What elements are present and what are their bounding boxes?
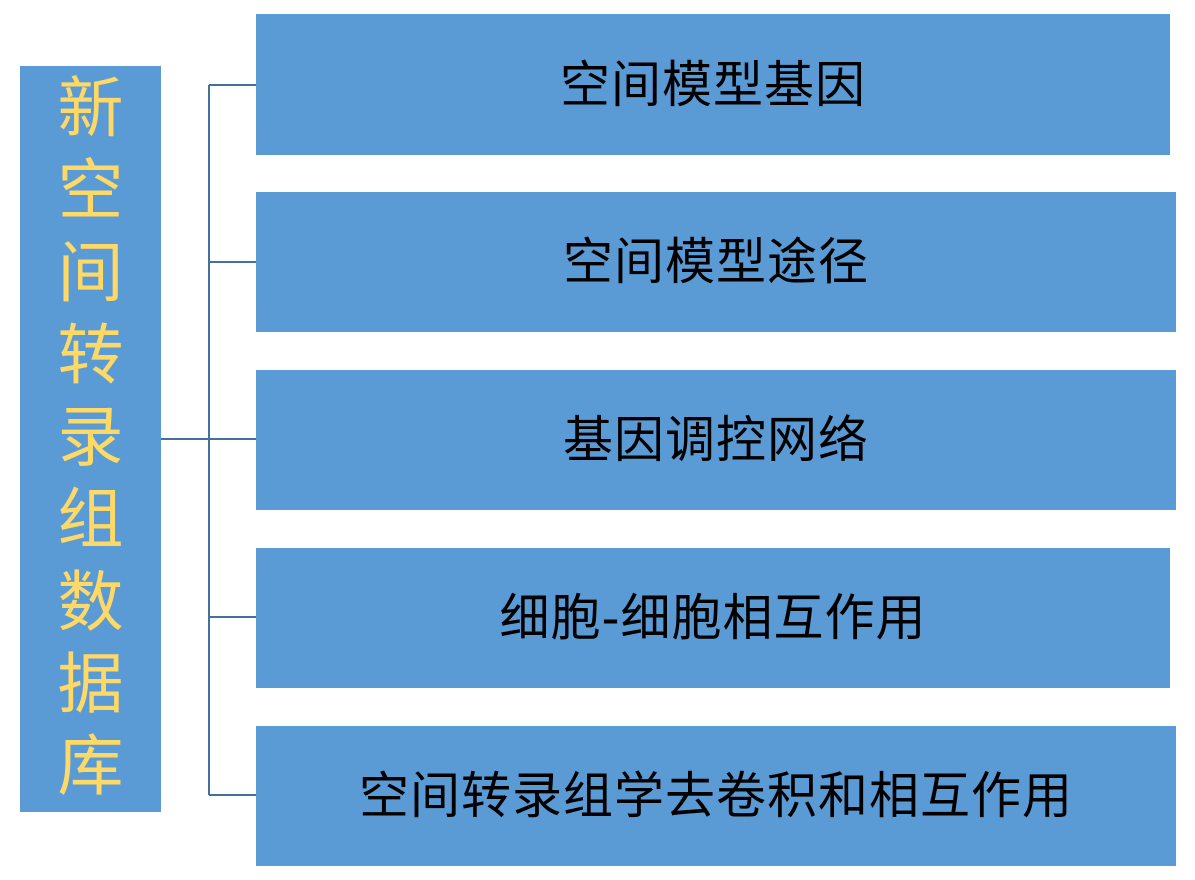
branch-node-label: 基因调控网络 [563, 411, 869, 469]
root-node-box: 新 空 间 转 录 组 数 据 库 [20, 66, 161, 812]
root-node-char: 据 [57, 645, 124, 723]
root-node-char: 数 [57, 563, 124, 641]
root-node-char: 转 [57, 316, 124, 394]
branch-node-label: 空间模型基因 [560, 55, 866, 114]
root-node-char: 组 [57, 481, 124, 559]
branch-node-label: 空间模型途径 [563, 233, 869, 291]
branch-node-2: 空间模型途径 [256, 192, 1176, 332]
root-node-char: 空 [57, 152, 124, 230]
root-node-char: 新 [57, 70, 124, 147]
branch-node-1: 空间模型基因 [256, 14, 1170, 155]
root-node-char: 间 [57, 234, 124, 312]
root-node-char: 库 [57, 728, 124, 805]
branch-node-5: 空间转录组学去卷积和相互作用 [256, 726, 1176, 866]
root-node-char: 录 [57, 399, 124, 476]
branch-node-4: 细胞-细胞相互作用 [256, 548, 1170, 688]
branch-node-label: 细胞-细胞相互作用 [499, 589, 927, 647]
branch-node-label: 空间转录组学去卷积和相互作用 [359, 767, 1073, 825]
branch-node-3: 基因调控网络 [256, 370, 1176, 510]
